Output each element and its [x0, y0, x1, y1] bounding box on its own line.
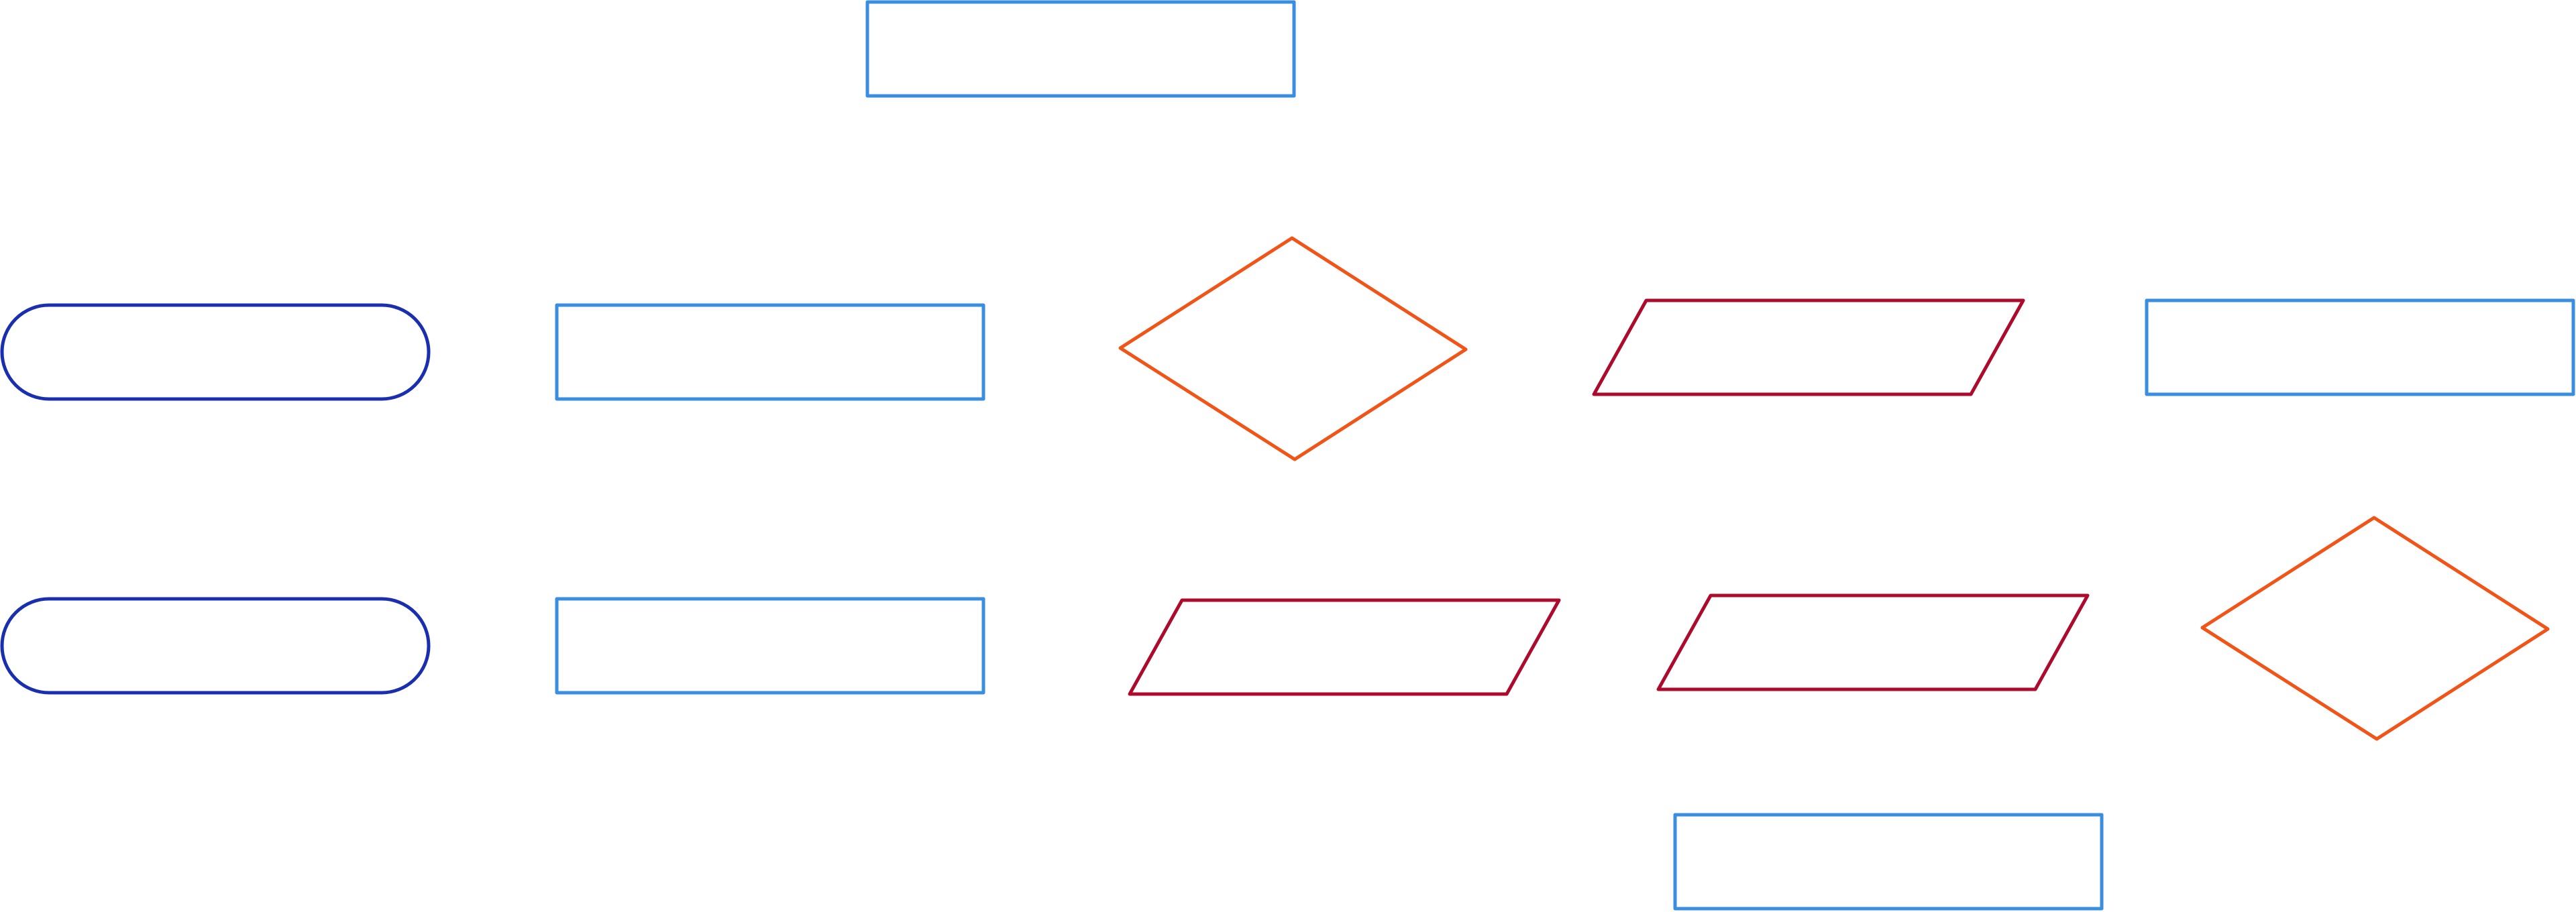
io-shape-3[interactable] [1656, 593, 2090, 691]
decision-shape-1[interactable] [1118, 236, 1468, 461]
terminal-shape-1[interactable] [0, 303, 431, 401]
terminal-shape-2[interactable] [0, 597, 431, 695]
process-shape-right[interactable] [2145, 298, 2575, 396]
process-shape-2[interactable] [555, 597, 985, 695]
process-shape-top[interactable] [865, 0, 1296, 98]
decision-shape-2[interactable] [2200, 516, 2550, 741]
io-shape-1[interactable] [1592, 298, 2025, 396]
process-shape-bottom[interactable] [1673, 813, 2104, 911]
io-shape-2[interactable] [1128, 598, 1561, 696]
process-shape-1[interactable] [555, 303, 985, 401]
